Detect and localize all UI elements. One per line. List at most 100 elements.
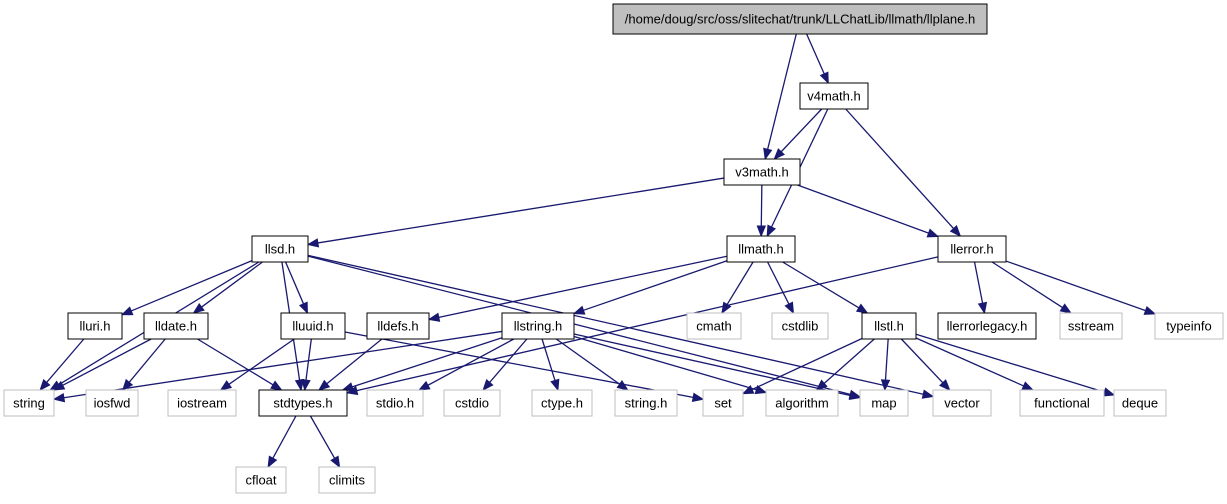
edge-line	[284, 261, 305, 305]
node-cfloat[interactable]: cfloat	[235, 466, 287, 494]
node-label: v3math.h	[735, 165, 788, 180]
node-box[interactable]	[937, 235, 1007, 263]
node-box[interactable]	[771, 312, 829, 340]
node-climits[interactable]: climits	[318, 466, 376, 494]
node-box[interactable]	[765, 389, 839, 417]
node-map[interactable]: map	[859, 389, 909, 417]
edge-llstl-to-functional	[915, 337, 1035, 391]
node-box[interactable]	[443, 389, 501, 417]
node-label: typeinfo	[1166, 319, 1212, 334]
node-functional[interactable]: functional	[1019, 389, 1105, 417]
node-label: deque	[1122, 396, 1158, 411]
node-llerror[interactable]: llerror.h	[937, 235, 1007, 263]
arrow-head-icon	[306, 238, 320, 248]
node-stdtypes[interactable]: stdtypes.h	[258, 389, 348, 417]
edge-line	[555, 338, 621, 385]
edge-line	[317, 177, 725, 244]
arrow-head-icon	[784, 301, 795, 315]
node-box[interactable]	[235, 466, 287, 494]
edge-llmath-to-lldefs	[427, 255, 728, 322]
node-box[interactable]	[614, 389, 678, 417]
node-box[interactable]	[1113, 389, 1167, 417]
node-deque[interactable]: deque	[1113, 389, 1167, 417]
node-llsd[interactable]: llsd.h	[251, 235, 309, 263]
node-box[interactable]	[799, 82, 869, 110]
node-algorithm[interactable]: algorithm	[765, 389, 839, 417]
node-llstring[interactable]: llstring.h	[501, 312, 575, 340]
node-string[interactable]: string	[3, 389, 55, 417]
node-llerrorlegacy[interactable]: llerrorlegacy.h	[937, 312, 1037, 340]
node-box[interactable]	[723, 158, 801, 186]
arrow-head-icon	[317, 379, 331, 391]
arrow-head-icon	[815, 379, 828, 391]
edge-llerror-to-typeinfo	[1005, 260, 1157, 315]
node-box[interactable]	[258, 389, 348, 417]
arrow-head-icon	[427, 312, 441, 322]
node-lldefs[interactable]: lldefs.h	[366, 312, 430, 340]
node-iostream[interactable]: iostream	[167, 389, 237, 417]
node-box[interactable]	[702, 389, 744, 417]
arrow-head-icon	[763, 147, 773, 161]
edge-line	[797, 184, 929, 234]
node-lluri[interactable]: lluri.h	[67, 312, 123, 340]
node-box[interactable]	[1019, 389, 1105, 417]
node-label: llerrorlegacy.h	[947, 319, 1028, 334]
node-llplane[interactable]: /home/doug/src/oss/slitechat/trunk/LLCha…	[612, 3, 988, 35]
edge-lluuid-to-iostream	[219, 338, 295, 391]
arrow-head-icon	[926, 228, 940, 238]
node-box[interactable]	[280, 312, 346, 340]
node-box[interactable]	[3, 389, 55, 417]
node-box[interactable]	[937, 312, 1037, 340]
edge-line	[767, 33, 797, 150]
node-cstdlib[interactable]: cstdlib	[771, 312, 829, 340]
node-set[interactable]: set	[702, 389, 744, 417]
edge-line	[806, 33, 825, 75]
node-typeinfo[interactable]: typeinfo	[1154, 312, 1224, 340]
node-box[interactable]	[501, 312, 575, 340]
node-v3math[interactable]: v3math.h	[723, 158, 801, 186]
node-cstdio[interactable]: cstdio	[443, 389, 501, 417]
node-label: iosfwd	[94, 396, 131, 411]
node-box[interactable]	[318, 466, 376, 494]
arrow-head-icon	[855, 303, 869, 314]
node-label: cmath	[696, 319, 731, 334]
node-llstl[interactable]: llstl.h	[861, 312, 917, 340]
node-v4math[interactable]: v4math.h	[799, 82, 869, 110]
node-box[interactable]	[366, 389, 424, 417]
node-vector[interactable]: vector	[932, 389, 992, 417]
node-box[interactable]	[251, 235, 309, 263]
edge-line	[272, 415, 297, 459]
node-box[interactable]	[1059, 312, 1123, 340]
node-box[interactable]	[531, 389, 593, 417]
node-stdio[interactable]: stdio.h	[366, 389, 424, 417]
node-cmath[interactable]: cmath	[686, 312, 742, 340]
node-lluuid[interactable]: lluuid.h	[280, 312, 346, 340]
node-box[interactable]	[686, 312, 742, 340]
node-box[interactable]	[143, 312, 209, 340]
node-box[interactable]	[726, 235, 796, 263]
node-box[interactable]	[67, 312, 123, 340]
node-iosfwd[interactable]: iosfwd	[85, 389, 139, 417]
node-box[interactable]	[85, 389, 139, 417]
node-box[interactable]	[932, 389, 992, 417]
node-lldate[interactable]: lldate.h	[143, 312, 209, 340]
node-string_h[interactable]: string.h	[614, 389, 678, 417]
node-box[interactable]	[612, 3, 988, 35]
node-box[interactable]	[861, 312, 917, 340]
node-llmath[interactable]: llmath.h	[726, 235, 796, 263]
node-box[interactable]	[859, 389, 909, 417]
edge-llmath-to-llstl	[782, 261, 869, 314]
node-box[interactable]	[366, 312, 430, 340]
node-sstream[interactable]: sstream	[1059, 312, 1123, 340]
node-box[interactable]	[1154, 312, 1224, 340]
arrow-head-icon	[977, 301, 988, 315]
arrow-head-icon	[330, 455, 341, 469]
arrow-head-icon	[298, 301, 308, 315]
arrow-head-icon	[120, 306, 134, 316]
node-ctype[interactable]: ctype.h	[531, 389, 593, 417]
edge-llmath-to-cstdlib	[767, 261, 795, 315]
node-box[interactable]	[167, 389, 237, 417]
arrow-head-icon	[691, 392, 705, 402]
node-label: functional	[1034, 396, 1090, 411]
